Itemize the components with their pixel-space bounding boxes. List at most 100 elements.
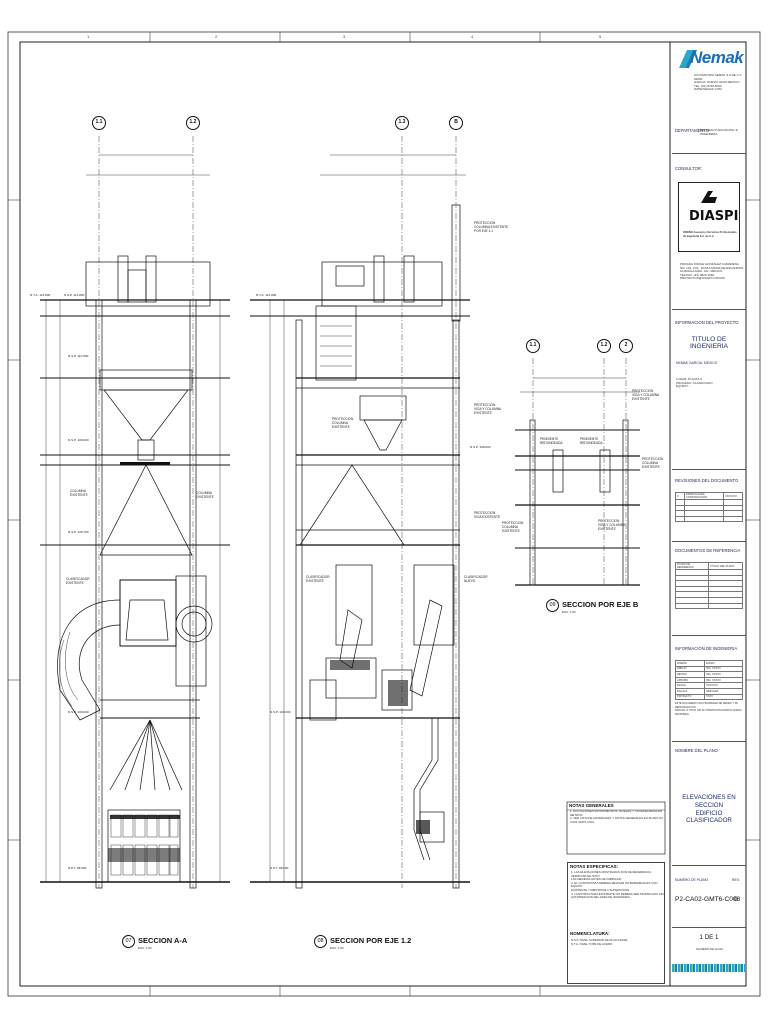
section-scale: ESC. 1:50 <box>562 610 576 614</box>
project-location: NEMAK GARCIA, MEXICO <box>676 361 718 365</box>
nemak-logo <box>679 50 697 68</box>
callout: PROTECCION VIGA Y COLUMNA EXISTENTE <box>474 403 502 415</box>
level-label: N.T.A. 113.800 <box>256 293 277 297</box>
grid-number: 2 <box>215 34 218 39</box>
level-label: N.P.T. 98.600 <box>68 866 87 870</box>
inner-border <box>19 41 747 987</box>
section-title: SECCION POR EJE 1.2 <box>330 936 412 945</box>
outer-border <box>7 31 761 997</box>
revision-number: 0 <box>734 896 738 903</box>
company-name: Nemak <box>690 48 744 67</box>
project-block: INFORMACION DEL PROYECTO TITULO DE INGEN… <box>672 310 746 470</box>
drawing-name-block: NOMBRE DEL PLANO ELEVACIONES EN SECCION … <box>672 742 746 866</box>
axis-bubble: 1.3 <box>395 116 409 130</box>
table-row <box>675 515 743 523</box>
level-label: N.T.A. 113.800 <box>30 293 51 297</box>
section-number: 08 <box>314 935 327 948</box>
callout: CLASIFICADOR NUEVO <box>464 575 488 583</box>
grid-number: 3 <box>343 34 346 39</box>
project-label: INFORMACION DEL PROYECTO <box>675 320 739 325</box>
level-label: N.S.P. 108.000 <box>470 445 491 449</box>
section-number: 09 <box>546 599 559 612</box>
section-scale: ESC. 1:50 <box>330 946 344 950</box>
level-label: N.S.P. 100.000 <box>68 710 89 714</box>
specific-notes: NOTAS ESPECIFICAS: 1. LAS ELEVACIONES MO… <box>567 862 665 984</box>
consultant-tagline: DISEÑO Asesoría y Servicios Profesionale… <box>683 231 737 238</box>
table-row <box>675 504 743 512</box>
department-value: MANUFACTURA DIGITAL E INGENIERIA <box>700 128 738 136</box>
company-block: Nemak AUTOMOTRIZ NEMAK S.A DE C.V 66000 … <box>672 42 746 154</box>
drawing-name-label: NOMBRE DEL PLANO <box>675 748 718 753</box>
sheet-label: NUMERO DE HOJA <box>696 947 724 951</box>
level-label: N.S.P. 105.700 <box>68 530 89 534</box>
company-address: AUTOMOTRIZ NEMAK S.A DE C.V 66000 GARCIA… <box>694 73 742 92</box>
level-label: N.S.P. 100.000 <box>270 710 291 714</box>
drawing-title-line-2: SECCION <box>694 802 724 809</box>
axis-bubble: 1.1 <box>526 339 540 353</box>
revision-label: REV. <box>732 878 740 882</box>
callout: PROTECCION COLUMNA EXISTENTE POR EJE 1.1 <box>474 221 509 233</box>
department-label: DEPARTAMENTO <box>675 128 710 133</box>
grid-number: 4 <box>471 34 474 39</box>
callout: PROTECCION VIGA Y COLUMNA EXISTENTE <box>598 519 626 531</box>
callout: PROTECCION COLUMNA EXISTENTE <box>502 521 524 533</box>
drawing-number-label: NUMERO DE PLANO <box>675 878 709 882</box>
axis-bubble: 1.1 <box>92 116 106 130</box>
table-row <box>675 602 743 610</box>
drawing-title-line-3: EDIFICIO CLASIFICADOR <box>686 810 732 824</box>
callout: PROTECCION COLUMNA EXISTENTE <box>332 417 354 429</box>
level-label: N.S.P. 113.800 <box>64 293 85 297</box>
drawing-number: P2-CA02-GMT6-C008 <box>675 896 741 903</box>
section-number: 07 <box>122 935 135 948</box>
level-label: N.S.P. 110.500 <box>68 354 89 358</box>
axis-bubble: 1.2 <box>597 339 611 353</box>
table-row <box>675 499 743 506</box>
ownership-note: ESTE DOCUMENTO ES PROPIEDAD DE NEMAK Y S… <box>675 702 742 716</box>
section-title: SECCION POR EJE B <box>562 600 639 609</box>
grid-number: 5 <box>599 34 602 39</box>
general-notes: NOTAS GENERALES 1. ACOTACIONES EN MILIME… <box>569 803 664 824</box>
callout: COLUMNA EXISTENTE <box>70 489 88 497</box>
section-eje-b-drawing <box>515 358 640 586</box>
callout: PROTECCION VIGA EXISTENTE <box>474 511 501 519</box>
callout: PENDIENTE REDONDEADA <box>540 437 563 445</box>
callout: PENDIENTE REDONDEADA <box>580 437 603 445</box>
level-label: N.P.T. 98.600 <box>270 866 289 870</box>
consultant-name: DIASPI <box>689 209 739 224</box>
section-eje-12-dark-fill <box>330 660 430 834</box>
section-title: SECCION A-A <box>138 936 188 945</box>
project-title: TITULO DE INGENIERIA <box>689 336 729 350</box>
grid-number: 1 <box>87 34 90 39</box>
section-eje-12-drawing <box>250 136 470 889</box>
section-a-a-drawing <box>40 136 230 889</box>
drawing-title-line-1: ELEVACIONES EN <box>682 794 736 801</box>
sheet-number: 1 DE 1 <box>699 934 719 941</box>
drawing-number-block: NUMERO DE PLANO REV. P2-CA02-GMT6-C008 0 <box>672 866 746 928</box>
diaspi-symbol-icon <box>701 191 717 203</box>
brand-color-bar <box>672 964 746 972</box>
consultant-address: PRIVADA JORGE GONZALEZ CAMARENA NO. 101,… <box>680 262 744 281</box>
axis-bubble: B <box>449 116 463 130</box>
references-label: DOCUMENTOS DE REFERENCIA <box>675 548 741 553</box>
axis-bubble: 1.2 <box>186 116 200 130</box>
title-block: Nemak AUTOMOTRIZ NEMAK S.A DE C.V 66000 … <box>672 42 746 986</box>
consultant-label: CONSULTOR: <box>675 166 703 171</box>
callout: PROTECCION COLUMNA EXISTENTE <box>642 457 664 469</box>
sheet-block: 1 DE 1 NUMERO DE HOJA <box>672 928 746 964</box>
axis-bubble: 2 <box>619 339 633 353</box>
level-label: N.S.P. 108.000 <box>68 438 89 442</box>
callout: COLUMNA EXISTENTE <box>196 491 214 499</box>
callout: CLASIFICADOR EXISTENTE <box>66 577 90 585</box>
section-scale: ESC. 1:50 <box>138 946 152 950</box>
consultant-logo: DIASPI DISEÑO Asesoría y Servicios Profe… <box>678 182 740 252</box>
section-a-a-dark-fill <box>108 462 180 862</box>
callout: PROTECCION VIGA Y COLUMNA EXISTENTE <box>632 389 660 401</box>
references-block: DOCUMENTOS DE REFERENCIA PLANO DE REFERE… <box>672 542 746 636</box>
